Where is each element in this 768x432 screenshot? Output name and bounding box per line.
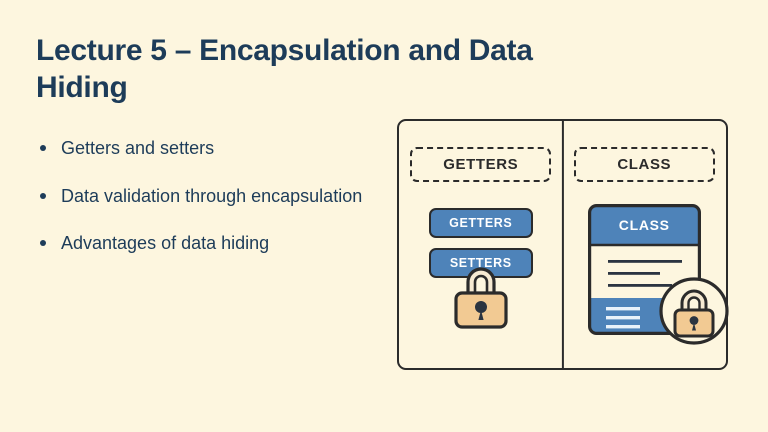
bullet-text: Getters and setters bbox=[61, 138, 215, 159]
list-item: Data validation through encapsulation bbox=[36, 184, 366, 210]
list-item: Getters and setters bbox=[36, 136, 366, 162]
bullet-dot-icon bbox=[40, 145, 46, 152]
class-card: CLASS bbox=[587, 204, 729, 345]
class-panel: CLASS bbox=[563, 121, 729, 368]
setters-pill-label: SETTERS bbox=[449, 256, 512, 270]
bullet-dot-icon bbox=[40, 192, 46, 199]
class-card-title-label: CLASS bbox=[618, 216, 670, 233]
bullet-list: Getters and setters Data validation thro… bbox=[36, 136, 366, 257]
getters-dashed-header-label: GETTERS bbox=[443, 156, 519, 173]
class-dashed-header: CLASS bbox=[573, 147, 715, 182]
padlock-badge-icon bbox=[659, 277, 729, 345]
getters-dashed-header: GETTERS bbox=[410, 147, 552, 182]
class-dashed-header-label: CLASS bbox=[617, 156, 672, 173]
page-title: Lecture 5 – Encapsulation and Data Hidin… bbox=[36, 34, 533, 105]
getters-pill: GETTERS bbox=[428, 208, 533, 238]
bullet-dot-icon bbox=[40, 240, 46, 247]
class-card-title: CLASS bbox=[588, 204, 701, 245]
bullet-text: Data validation through encapsulation bbox=[61, 185, 363, 206]
list-item: Advantages of data hiding bbox=[36, 231, 366, 257]
getters-pill-label: GETTERS bbox=[449, 216, 513, 230]
panel-divider bbox=[561, 119, 564, 370]
getters-panel: GETTERS GETTERS SETTERS bbox=[399, 121, 563, 368]
encapsulation-illustration: GETTERS GETTERS SETTERS bbox=[397, 119, 729, 370]
bullet-text: Advantages of data hiding bbox=[61, 233, 270, 254]
padlock-icon bbox=[454, 267, 508, 329]
pill-stack: GETTERS SETTERS bbox=[428, 208, 533, 329]
text-column: Lecture 5 – Encapsulation and Data Hidin… bbox=[36, 32, 533, 257]
